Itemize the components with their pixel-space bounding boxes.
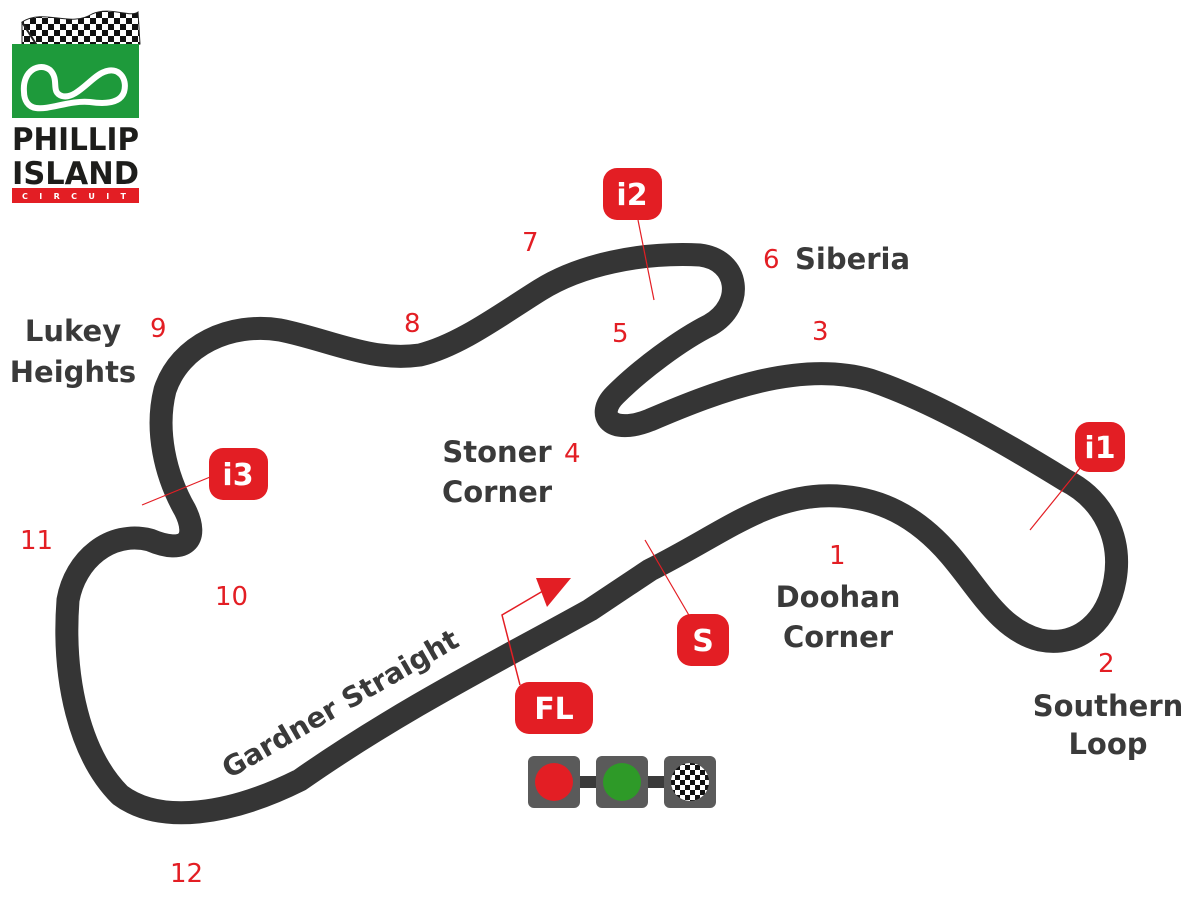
corner-southern-line-1: Southern — [1033, 689, 1184, 723]
timing-line-i2 — [637, 219, 655, 301]
chequered-flag-icon — [664, 756, 716, 808]
turn-9: 9 — [150, 314, 167, 344]
lights-legend — [528, 756, 716, 808]
logo-red-band — [12, 188, 139, 203]
red-light-icon — [528, 756, 580, 808]
turn-6: 6 — [763, 245, 780, 275]
corner-doohan-line-2: Corner — [783, 620, 894, 654]
corner-stoner-line-2: Corner — [442, 475, 553, 509]
turn-12: 12 — [170, 859, 203, 889]
turn-5: 5 — [612, 319, 629, 349]
turn-2: 2 — [1098, 649, 1115, 679]
marker-i3-label: i3 — [222, 458, 253, 493]
marker-i2: i2 — [603, 168, 662, 220]
logo-line-3: CIRCUIT — [22, 192, 132, 201]
green-light-icon — [596, 756, 648, 808]
finish-line-arrow — [501, 578, 571, 686]
track — [55, 243, 1129, 825]
corner-lukey-line-2: Heights — [10, 355, 136, 389]
timing-line-start — [644, 539, 691, 618]
circuit-logo: PHILLIP ISLAND CIRCUIT — [12, 10, 141, 203]
marker-start-label: S — [692, 624, 714, 659]
turn-1: 1 — [829, 541, 846, 571]
marker-start: S — [677, 614, 729, 666]
turn-7: 7 — [522, 228, 539, 258]
corner-southern-line-2: Loop — [1068, 727, 1147, 761]
timing-line-i3 — [141, 474, 216, 506]
marker-finish-line: FL — [515, 682, 593, 734]
timing-lines — [141, 219, 1086, 618]
corner-stoner-line-1: Stoner — [442, 435, 552, 469]
turn-11: 11 — [20, 526, 53, 556]
turn-3: 3 — [812, 317, 829, 347]
marker-i1: i1 — [1075, 422, 1125, 472]
turn-numbers: 1 2 3 4 5 6 7 8 9 10 11 12 — [20, 228, 1115, 889]
marker-i3: i3 — [209, 448, 268, 500]
arrow-head-icon — [536, 578, 571, 607]
marker-i1-label: i1 — [1084, 431, 1115, 466]
turn-4: 4 — [564, 439, 581, 469]
logo-line-1: PHILLIP — [12, 122, 139, 158]
turn-10: 10 — [215, 582, 248, 612]
marker-i2-label: i2 — [616, 178, 647, 213]
logo-track-icon — [20, 64, 128, 112]
corner-lukey-line-1: Lukey — [25, 314, 121, 348]
corner-doohan-line-1: Doohan — [776, 580, 901, 614]
logo-line-2: ISLAND — [12, 156, 139, 192]
corner-siberia: Siberia — [795, 242, 910, 276]
corner-names: Doohan Corner Southern Loop Stoner Corne… — [10, 242, 1184, 761]
timing-line-i1 — [1029, 461, 1086, 531]
marker-finish-line-label: FL — [534, 692, 574, 727]
turn-8: 8 — [404, 309, 421, 339]
